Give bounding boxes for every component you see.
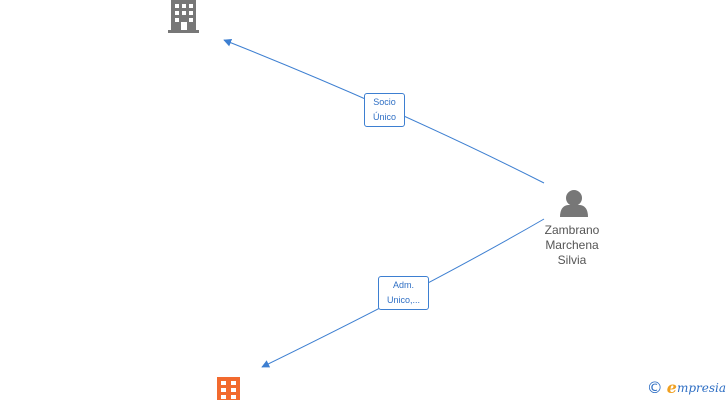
copyright-symbol: © <box>646 378 663 397</box>
edge-label-adm-unico[interactable]: Adm. Unico,... <box>378 276 429 310</box>
edge-label-line: Unico,... <box>386 295 420 305</box>
brand-first-letter: e <box>666 378 677 397</box>
person-icon[interactable] <box>560 190 588 217</box>
edge-label-socio-unico[interactable]: Socio Único <box>364 93 405 127</box>
edge-label-line: Socio <box>373 97 396 107</box>
edge-label-line: Único <box>372 112 396 122</box>
person-name-line: Marchena <box>545 238 599 252</box>
building-icon[interactable] <box>217 377 240 400</box>
brand-name: mpresia <box>676 380 726 395</box>
edge-label-line: Adm. <box>392 280 414 290</box>
building-icon[interactable] <box>168 0 199 33</box>
person-name-line: Silvia <box>557 253 587 267</box>
brand-logo: © e mpresia <box>647 378 726 397</box>
person-name-label[interactable]: Zambrano Marchena Silvia <box>527 223 617 268</box>
person-name-line: Zambrano <box>544 223 600 237</box>
